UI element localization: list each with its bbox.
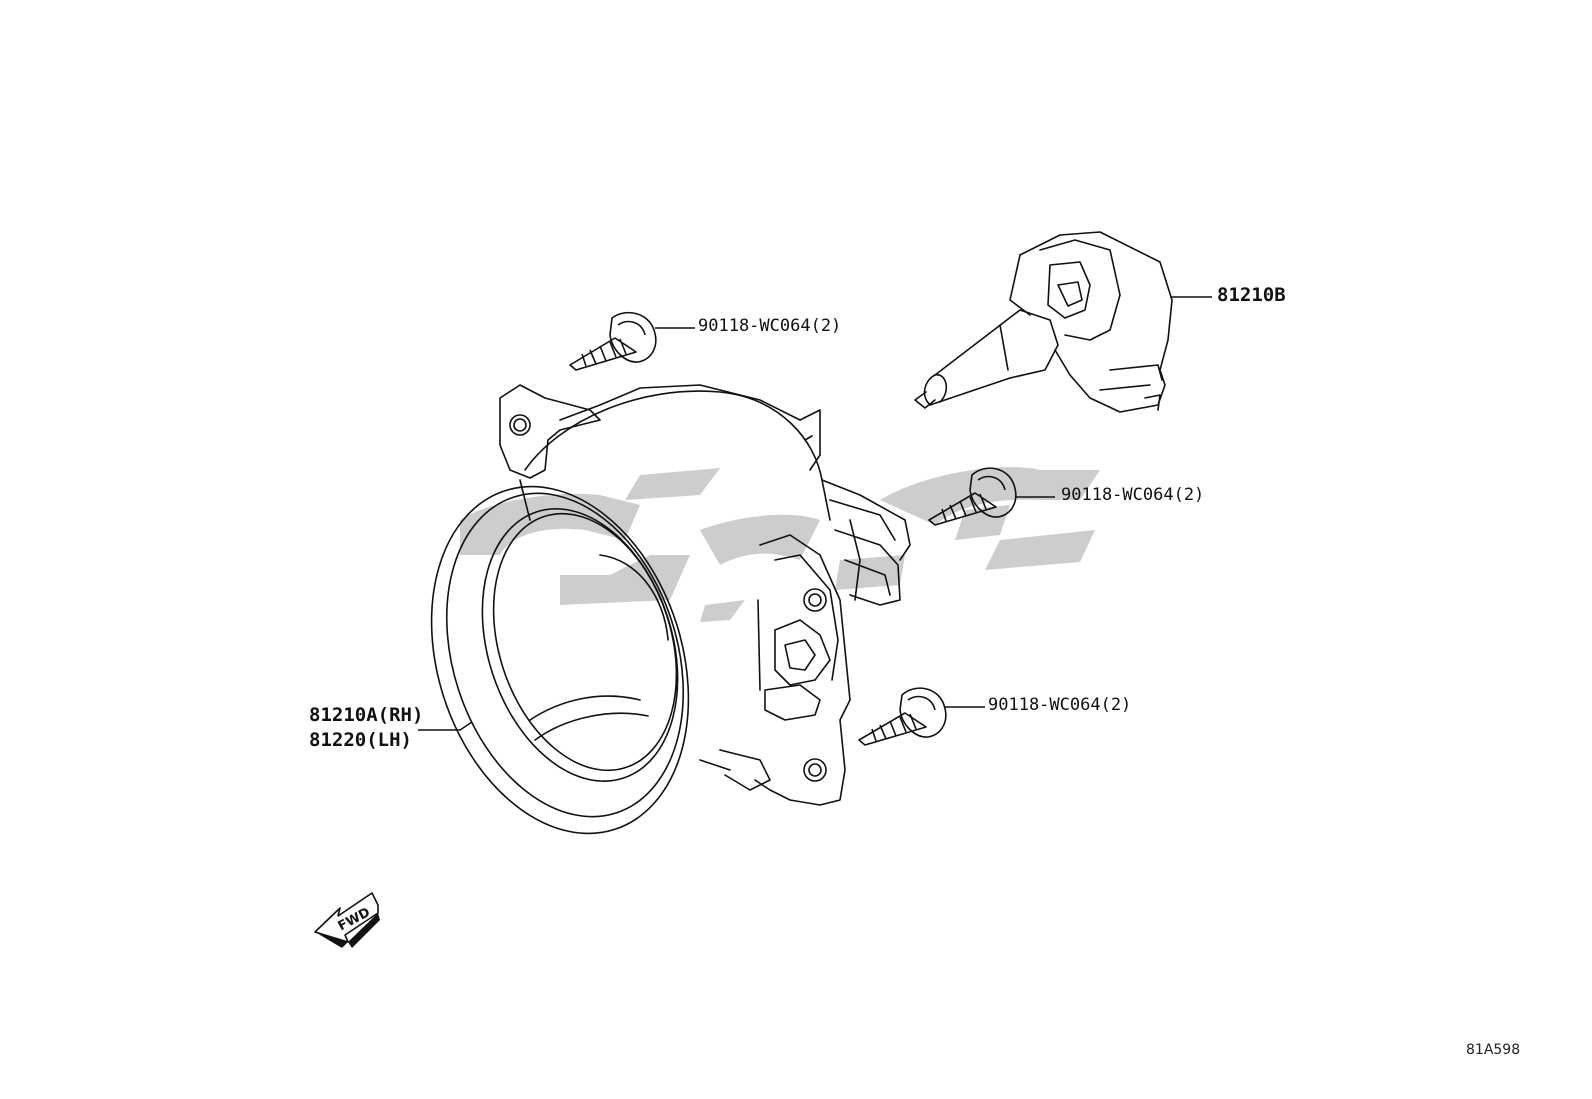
fog-lamp-assembly [430, 384, 911, 835]
diagram-id: 81A598 [1466, 1042, 1521, 1058]
screw-top [569, 311, 657, 371]
callout-screw-top: 90118-WC064(2) [698, 316, 842, 336]
callout-bulb: 81210B [1217, 284, 1286, 306]
callout-screw-middle: 90118-WC064(2) [1061, 485, 1205, 505]
fwd-arrow: FWD [314, 892, 380, 948]
bulb-assembly [914, 231, 1173, 413]
screw-middle [928, 467, 1017, 526]
leader-lines [418, 296, 1212, 731]
screw-bottom [858, 687, 947, 746]
callout-lamp-lh: 81220(LH) [309, 729, 412, 751]
callout-lamp-rh: 81210A(RH) [309, 704, 424, 726]
watermark-logo [460, 467, 1100, 622]
leader-lamp [418, 721, 473, 731]
callout-screw-bottom: 90118-WC064(2) [988, 695, 1132, 715]
